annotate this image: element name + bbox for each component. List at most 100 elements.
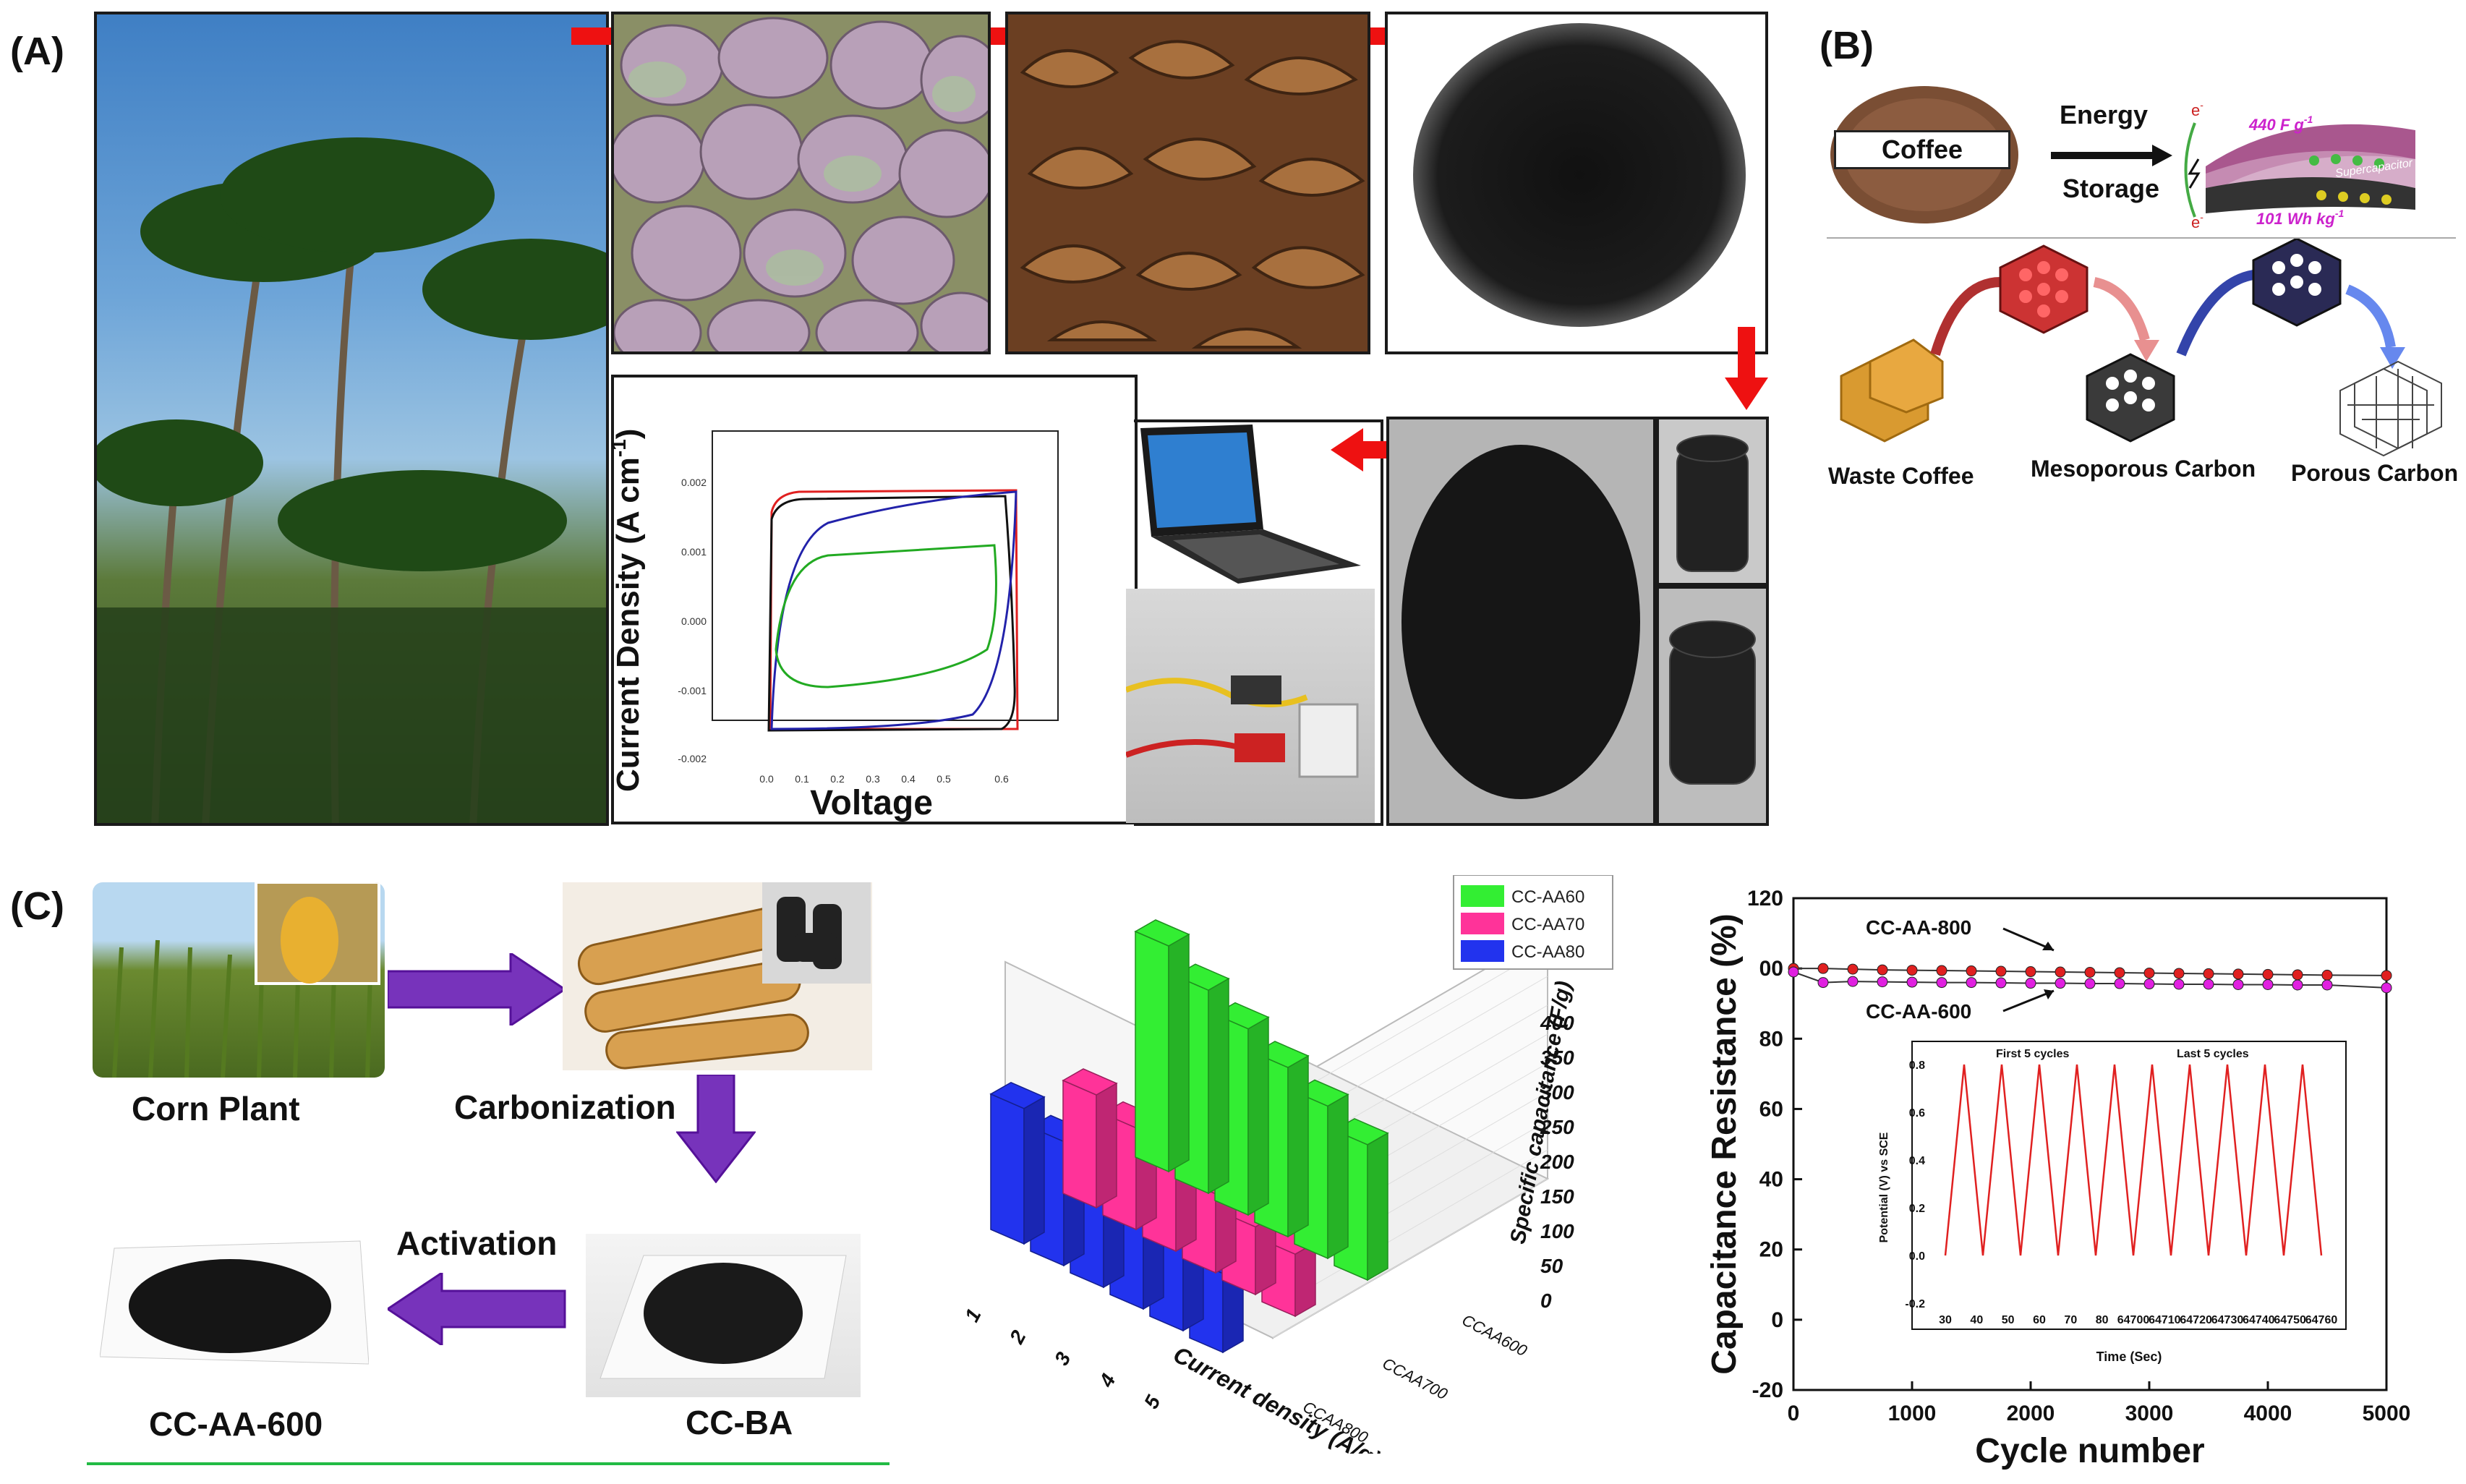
cycle-y-tick: -20 [1752, 1378, 1783, 1402]
device-panel-frame [1134, 419, 1383, 826]
series-point [2292, 979, 2303, 991]
cv-plot-frame [712, 430, 1059, 721]
series-point [2055, 966, 2066, 978]
cycle-x-tick: 5000 [2363, 1402, 2411, 1425]
porous-carbon-icon [2339, 360, 2442, 457]
cc-aa-600-label: CC-AA-600 [149, 1405, 323, 1443]
cycle-y-tick: 00 [1759, 957, 1783, 981]
inset-sawtooth-line [1944, 1064, 2323, 1256]
coffee-label: Coffee [1881, 135, 1963, 164]
series-point [1877, 976, 1888, 988]
legend-label: CC-AA70 [1511, 915, 1584, 934]
cycle-y-tick: 40 [1759, 1168, 1783, 1192]
cv-x-tick: 0.5 [937, 773, 951, 785]
series-point [1847, 976, 1859, 987]
bar3d-z-tick: 0 [1540, 1289, 1552, 1312]
series-point [1966, 977, 1977, 989]
cycle-x-tick: 3000 [2125, 1402, 2174, 1425]
corn-plant-label: Corn Plant [132, 1090, 300, 1127]
inset-x-tick: 64740 [2243, 1314, 2275, 1326]
cv-x-tick: 0.4 [901, 773, 916, 785]
series-point [1906, 976, 1918, 988]
legend-swatch [1461, 913, 1504, 934]
series-point [2381, 970, 2392, 981]
arrow-right-icon [388, 953, 567, 1025]
laptop-image [1140, 425, 1361, 584]
carbonization-label: Carbonization [454, 1088, 676, 1126]
series-label-600: CC-AA-600 [1866, 1000, 1971, 1023]
cycle-y-tick: 20 [1759, 1238, 1783, 1262]
series-point [1847, 963, 1859, 975]
series-point [1966, 965, 1977, 977]
series-point [2143, 978, 2155, 990]
cc-aa-600-photo [99, 1234, 370, 1374]
activation-label: Activation [396, 1224, 558, 1262]
cv-x-axis-label: Voltage [810, 784, 933, 822]
series-point [1817, 963, 1829, 974]
bar3d-z-tick: 350 [1540, 1046, 1574, 1069]
bar3d-z-tick: 200 [1540, 1151, 1574, 1173]
waste-coffee-icon [1840, 338, 1944, 443]
circuit-illustration [1125, 675, 1359, 778]
carbon-powder-illustration [1413, 23, 1746, 327]
inset-x-tick: 30 [1939, 1314, 1952, 1326]
bar3d-x-axis-label: Current density (A/g) [1169, 1341, 1385, 1454]
panel-b-top [1827, 80, 2456, 239]
legend-swatch [1461, 940, 1504, 962]
series-point [2084, 966, 2096, 978]
waste-coffee-label: Waste Coffee [1828, 463, 1974, 489]
inset-x-tick: 70 [2064, 1314, 2077, 1326]
series-point [1995, 977, 2007, 989]
bar3d-depth-tick: CCAA600 [1459, 1310, 1531, 1360]
series-point [2203, 978, 2214, 990]
cc-aa-600-illustration [99, 1240, 370, 1365]
series-point [2143, 967, 2155, 978]
coconuts-photo [611, 12, 991, 354]
series-pointer-600 [2002, 989, 2055, 1012]
cv-curve-blue [770, 490, 1017, 730]
bar3d-z-tick: 100 [1540, 1220, 1574, 1242]
inset-x-tick: 64760 [2305, 1314, 2338, 1326]
cycle-x-tick: 1000 [1888, 1402, 1937, 1425]
inset-x-tick: 64700 [2117, 1314, 2150, 1326]
inset-x-axis-label: Time (Sec) [2096, 1349, 2162, 1364]
inset-first-label: First 5 cycles [1996, 1048, 2070, 1060]
palm-trees-illustration [97, 137, 606, 823]
cycle-plot-frame [1792, 897, 2388, 1391]
series-point [1906, 965, 1918, 976]
cycle-x-tick: 0 [1788, 1402, 1800, 1425]
electrode-photo [1386, 417, 1656, 826]
coconut-shells-photo [1005, 12, 1370, 354]
bar3d-x-tick: 3 [1050, 1348, 1075, 1369]
capacitance-label: 440 F g-1 [2248, 114, 2313, 134]
arrow-left-icon [388, 1273, 566, 1345]
bar3d-z-tick: 250 [1540, 1116, 1574, 1138]
coffee-to-carbon-diagram [1840, 239, 2442, 457]
cv-x-tick: 0.1 [795, 773, 809, 785]
cycle-y-tick: 120 [1747, 887, 1783, 911]
bar3d-chart: Specific capacitance (F/g) 0501001502002… [960, 875, 1613, 1454]
cv-curve-black [767, 495, 1016, 732]
cycle-y-tick: 0 [1771, 1308, 1783, 1332]
inset-y-tick: 0.2 [1909, 1203, 1925, 1215]
arrow-right-icon [2051, 145, 2172, 166]
series-point [2232, 978, 2244, 990]
storage-label: Storage [2062, 174, 2160, 203]
bar3d-bar [1134, 919, 1190, 1173]
bar3d-depth-tick: CCAA700 [1380, 1354, 1451, 1403]
bar3d-bar [1062, 1068, 1118, 1209]
panel-label-c: (C) [10, 884, 64, 928]
inset-x-tick: 64720 [2180, 1314, 2212, 1326]
series-point [2025, 978, 2036, 989]
cv-chart-panel [611, 375, 1138, 824]
cv-chart: Current Density (A cm-1) 0.002 0.001 0.0… [611, 429, 1059, 822]
inset-last-label: Last 5 cycles [2177, 1048, 2249, 1060]
cv-y-tick: -0.002 [678, 753, 707, 764]
energy-label: Energy [2060, 100, 2149, 129]
series-point [2262, 978, 2274, 990]
cv-curve-green [775, 544, 997, 688]
electron-label: e- [2191, 99, 2203, 119]
cv-y-tick: -0.001 [678, 685, 707, 696]
inset-y-tick: -0.2 [1905, 1298, 1925, 1310]
series-point [2321, 979, 2333, 991]
